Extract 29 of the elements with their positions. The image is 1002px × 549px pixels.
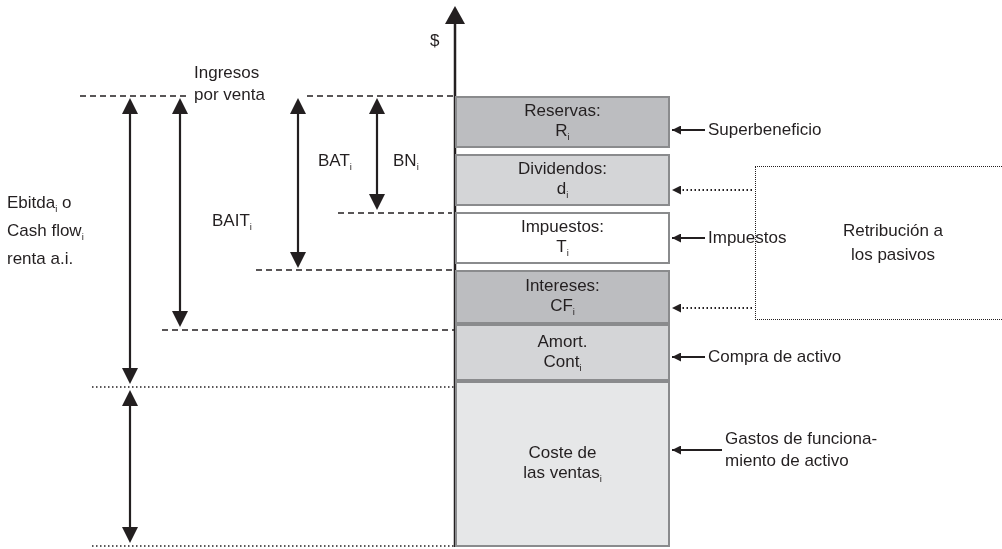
annotation-text: Gastos de funciona- miento de activo xyxy=(725,425,930,475)
stack-segment xyxy=(455,212,670,264)
measure-label: BAT$_{i}$ xyxy=(318,150,353,175)
arrow xyxy=(671,445,723,455)
measure-label: BN$_{i}$ xyxy=(393,150,420,175)
segment-label: Coste de las ventas$_{i}$ xyxy=(522,443,603,485)
annotation-text: Compra de activo xyxy=(708,345,858,369)
stack-segment xyxy=(455,96,670,148)
arrow xyxy=(671,185,753,195)
arrow xyxy=(671,352,706,362)
segment-label: Reservas: R$_{i}$ xyxy=(523,101,602,143)
segment-label: Dividendos: d$_{i}$ xyxy=(518,159,607,201)
axis-label: $ xyxy=(430,30,441,52)
stack-segment xyxy=(455,270,670,324)
arrow xyxy=(671,233,706,243)
annotation-text: Impuestos xyxy=(708,226,800,250)
segment-label: Impuestos: T$_{i}$ xyxy=(519,217,606,259)
stack-segment xyxy=(455,154,670,206)
segment-label: Amort. Cont$_{i}$ xyxy=(536,331,589,374)
bracket-label: Retribución a los pasivos xyxy=(841,220,945,266)
measure-label: Ingresos por venta xyxy=(194,62,266,106)
arrow xyxy=(671,303,753,313)
measure-label: Ebitda$_{i}$ o Cash flow$_{i}$ renta a.i. xyxy=(7,192,85,271)
stack-segment xyxy=(455,381,670,547)
segment-label: Intereses: CF$_{i}$ xyxy=(524,276,601,318)
arrow xyxy=(671,125,706,135)
stack-segment xyxy=(455,324,670,381)
measure-label: BAIT$_{i}$ xyxy=(212,210,253,235)
annotation-text: Superbeneficio xyxy=(708,118,848,142)
